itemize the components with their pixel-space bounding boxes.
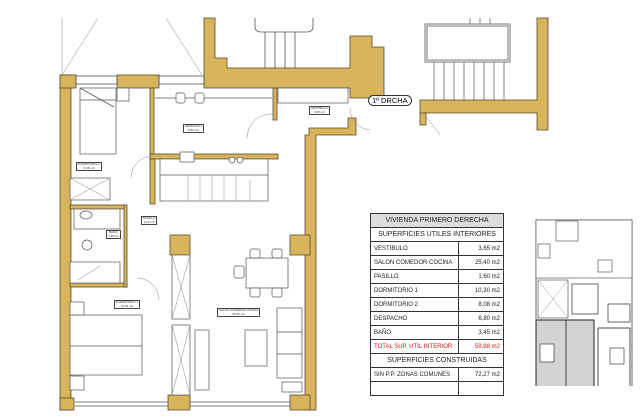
bathroom-fixtures	[69, 208, 160, 301]
room-area: 6,80 m2	[187, 127, 199, 132]
room-name: PASILLO	[143, 216, 156, 220]
wardrobes	[171, 254, 210, 396]
location-minimap	[535, 219, 633, 386]
row-value: 1,60 m2	[458, 269, 504, 284]
living-set	[244, 307, 303, 393]
bed-dormitorio-2	[69, 87, 130, 201]
row-label: BAÑO	[370, 325, 459, 340]
bed-dormitorio-1	[69, 301, 143, 391]
row-value: 10,30 m2	[458, 283, 504, 298]
total-label: TOTAL SUP. UTIL INTERIOR	[370, 339, 459, 354]
row-label: PASILLO	[370, 269, 459, 284]
row-value: 3,65 m2	[458, 241, 504, 256]
room-area: 3,65 m2	[314, 109, 325, 114]
room-area: 25,40 m2	[232, 311, 245, 316]
common-stair-top	[254, 18, 314, 68]
common-stair-right	[424, 18, 511, 136]
row-value: 6,80 m2	[458, 311, 504, 326]
walls	[59, 17, 549, 411]
table-title: VIVIENDA PRIMERO DERECHA	[370, 213, 504, 228]
table-superficies-construidas: SUPERFICIES CONSTRUIDAS SIN P.P. ZONAS C…	[370, 353, 504, 396]
dining-set	[233, 248, 289, 298]
table-title: SUPERFICIES CONSTRUIDAS	[370, 353, 504, 368]
row-value: 8,08 m2	[458, 297, 504, 312]
highlighted-unit	[535, 319, 595, 386]
room-name: SALON COMEDOR COCINA	[219, 308, 259, 312]
kitchen	[130, 151, 269, 202]
room-name: DESPACHO	[185, 124, 202, 128]
room-area: 8,08 m2	[83, 165, 95, 170]
row-value: 3,45 m2	[458, 325, 504, 340]
row-label: VESTIBULO	[370, 241, 459, 256]
row-label: SALON COMEDOR COCINA	[370, 255, 459, 270]
desk-despacho	[155, 87, 349, 139]
room-name: DORMITORIO 2	[78, 162, 100, 166]
unit-tag: 1º DRCHA	[368, 95, 412, 106]
entrance-door-swing	[349, 107, 371, 131]
room-name: VESTIBULO	[311, 106, 328, 110]
row-label: DESPACHO	[370, 311, 459, 326]
room-name: BAÑO	[109, 230, 118, 234]
table-subtitle: SUPERFICIES UTILES INTERIORES	[370, 227, 504, 242]
room-area: 10,30 m2	[120, 303, 134, 308]
windows	[75, 75, 290, 407]
row-value: 25,40 m2	[458, 255, 504, 270]
row-label: DORMITORIO 1	[370, 283, 459, 298]
patio	[61, 17, 203, 76]
total-value: 59,88 m2	[458, 339, 504, 354]
room-area: 1,60 m2	[143, 219, 155, 224]
row-label: SIN P.P. ZONAS COMUNES	[370, 367, 459, 382]
room-name: DORMITORIO 1	[116, 300, 138, 304]
room-area: 3,45 m2	[108, 233, 119, 238]
row-value: 72,27 m2	[458, 367, 504, 382]
row-label: DORMITORIO 2	[370, 297, 459, 312]
table-superficies-utiles: VIVIENDA PRIMERO DERECHA SUPERFICIES UTI…	[370, 213, 504, 354]
table-row	[370, 381, 504, 396]
